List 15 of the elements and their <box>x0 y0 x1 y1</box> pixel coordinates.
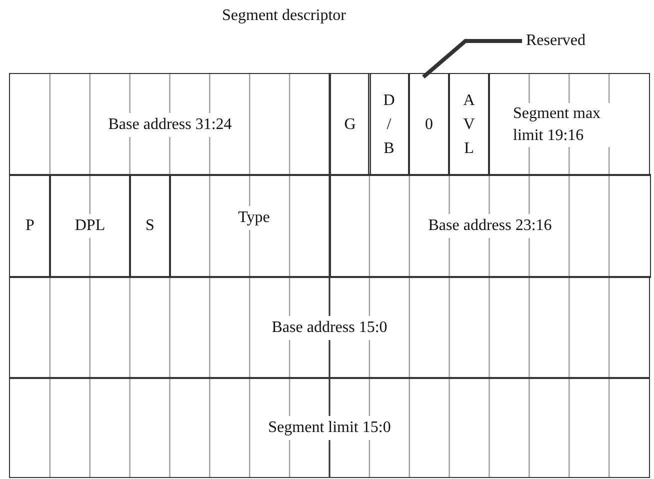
bit-field: Base address 15:0 <box>9 276 650 379</box>
bit-field: S <box>129 174 171 278</box>
leader-line <box>422 39 522 79</box>
diagram-title: Segment descriptor <box>222 6 346 26</box>
bit-field: Base address 31:24 <box>9 73 331 176</box>
bit-field: Type <box>169 174 331 278</box>
bit-field: Segment max limit 19:16 <box>488 73 650 176</box>
bit-field: Segment limit 15:0 <box>9 377 650 478</box>
bit-field: DPL <box>49 174 131 278</box>
bit-field: G <box>329 73 371 176</box>
bit-field: Base address 23:16 <box>329 174 651 278</box>
bit-field: A V L <box>448 73 490 176</box>
bit-field: D / B <box>368 73 410 176</box>
bit-field: 0 <box>408 73 450 176</box>
bit-field: P <box>9 174 51 278</box>
